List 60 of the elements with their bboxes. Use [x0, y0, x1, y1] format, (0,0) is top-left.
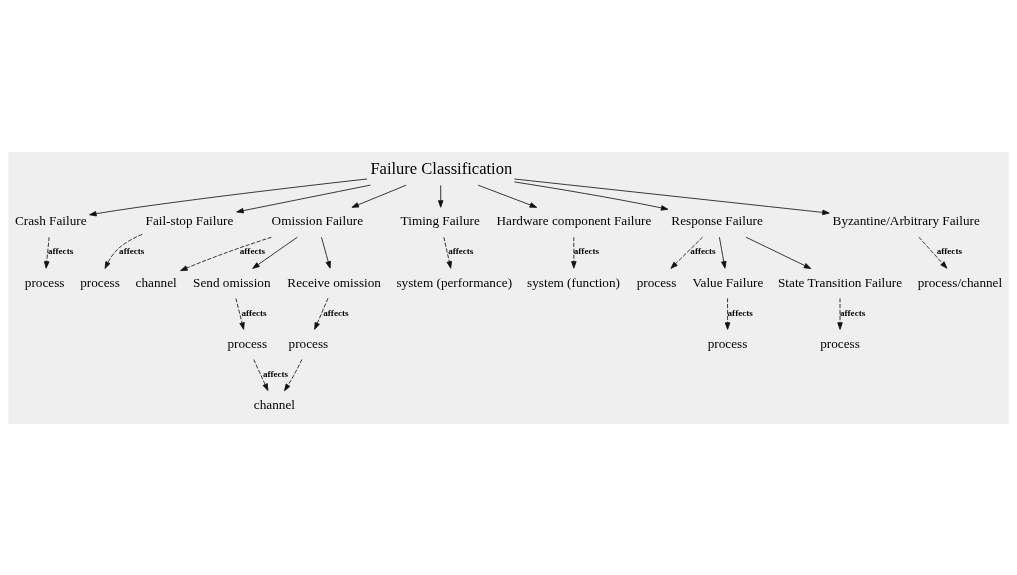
arrow — [918, 236, 948, 269]
arrow — [514, 181, 669, 211]
node-text: Receive omission — [287, 274, 381, 290]
node-text: Value Failure — [692, 274, 764, 290]
arrow — [514, 178, 830, 215]
arrow — [351, 184, 407, 208]
node-text: process — [80, 274, 120, 290]
node-text: Send omission — [193, 274, 271, 290]
arrow — [314, 297, 329, 330]
arrow — [235, 297, 245, 330]
edge-label: affects — [323, 307, 349, 318]
node-text: process — [227, 335, 268, 351]
edge-label: affects — [936, 245, 962, 256]
node-text: channel — [135, 274, 177, 290]
node-text: process/channel — [917, 274, 1003, 290]
arrow — [443, 236, 452, 269]
arrow — [837, 297, 843, 330]
edge-label: affects — [241, 307, 267, 318]
arrow — [284, 358, 303, 391]
node-text: State Transition Failure — [778, 274, 903, 290]
node-text: process — [707, 335, 748, 351]
node-text: Timing Failure — [400, 212, 480, 228]
node-text: system (function) — [527, 274, 620, 290]
node-text: Response Failure — [671, 212, 763, 228]
node-text: Omission Failure — [271, 212, 364, 228]
arrow — [44, 236, 50, 269]
arrow — [236, 184, 371, 213]
edge-label: affects — [119, 245, 145, 256]
node-text: process — [288, 335, 329, 351]
node-text: channel — [253, 396, 295, 412]
arrow — [437, 184, 444, 208]
node-text: Fail-stop Failure — [145, 212, 234, 228]
node-text: process — [820, 335, 860, 351]
node-text: Failure Classification — [370, 158, 513, 178]
edge-label: affects — [840, 307, 866, 318]
edge-label: affects — [262, 368, 289, 379]
arrow — [180, 236, 272, 271]
node-text: Byzantine/Arbitrary Failure — [832, 212, 980, 228]
edge-label: affects — [690, 245, 716, 256]
edge-label: affects — [239, 245, 266, 256]
edge-label: affects — [573, 245, 600, 256]
arrow — [745, 236, 812, 269]
arrow — [724, 297, 731, 330]
node-text: Hardware component Failure — [496, 212, 652, 228]
node-text: Crash Failure — [14, 212, 87, 228]
arrow — [718, 236, 727, 269]
arrow — [477, 184, 538, 208]
arrow — [253, 358, 269, 391]
edge-label: affects — [48, 245, 74, 256]
arrow — [670, 236, 703, 269]
edge-label: affects — [727, 307, 753, 318]
arrow — [321, 236, 331, 269]
node-text: process — [636, 274, 677, 290]
arrow — [252, 236, 298, 269]
node-text: system (performance) — [396, 274, 513, 290]
node-text: process — [24, 274, 65, 290]
arrow — [89, 178, 368, 216]
arrow — [571, 236, 577, 269]
edge-label: affects — [448, 245, 474, 256]
arrow — [104, 233, 143, 269]
